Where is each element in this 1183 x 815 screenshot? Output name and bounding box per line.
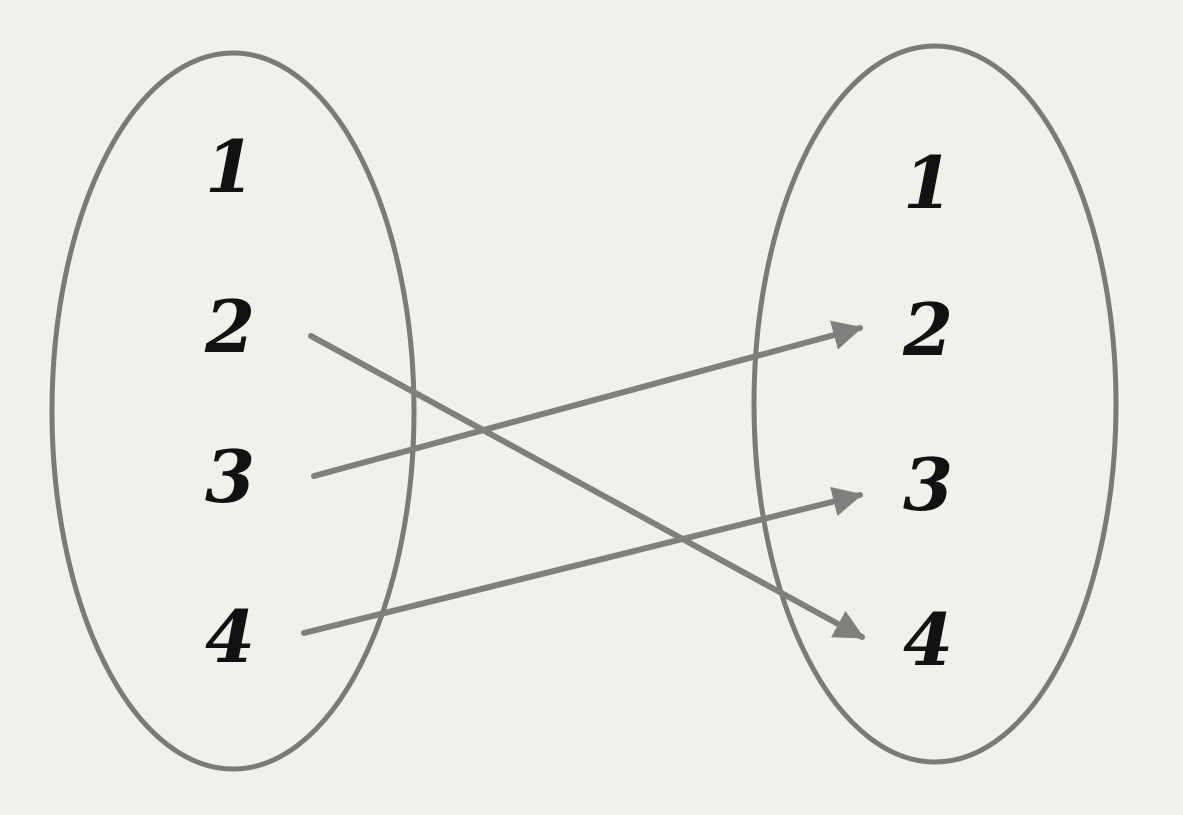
arrow-3-to-2 xyxy=(311,320,863,479)
codomain-set-oval xyxy=(751,43,1119,765)
arrow-2-to-4 xyxy=(308,333,865,640)
codomain-element-3: 3 xyxy=(903,442,953,527)
arrow-4-to-3 xyxy=(301,486,863,636)
domain-element-4: 4 xyxy=(205,594,255,679)
codomain-element-2: 2 xyxy=(902,287,953,372)
domain-element-3: 3 xyxy=(205,434,255,519)
domain-element-1: 1 xyxy=(205,124,255,209)
codomain-element-4: 4 xyxy=(903,597,953,682)
domain-set-oval xyxy=(49,50,417,772)
codomain-element-1: 1 xyxy=(903,140,953,225)
domain-element-2: 2 xyxy=(204,284,255,369)
